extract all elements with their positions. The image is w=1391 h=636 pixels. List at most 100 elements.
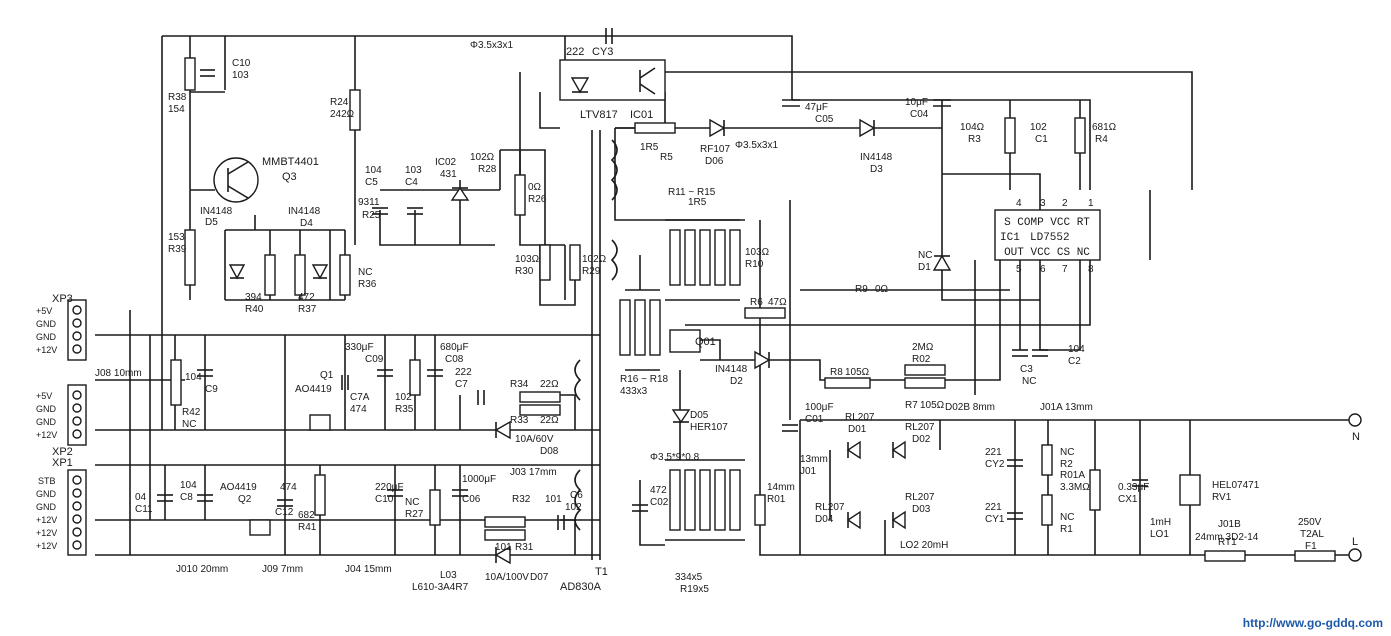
- r10-value: 103Ω: [745, 247, 770, 258]
- d08-label: D08: [540, 446, 559, 457]
- c1-label: C1: [1035, 134, 1048, 145]
- rv1-label: RV1: [1212, 492, 1232, 503]
- r27-value: NC: [405, 497, 419, 508]
- r3-value: 104Ω: [960, 122, 985, 133]
- c09-label: C09: [365, 354, 384, 365]
- c6-label: C6: [570, 490, 583, 501]
- cx1-label: CX1: [1118, 494, 1138, 505]
- r26-value: 0Ω: [528, 182, 542, 193]
- q2-mosfet-icon: [249, 519, 271, 536]
- r42-label: R42: [182, 407, 201, 418]
- xp1-pin-5: +12V: [36, 528, 57, 538]
- r40-value: 394: [245, 292, 262, 303]
- c02-label: C02: [650, 497, 669, 508]
- d2-value: IN4148: [715, 364, 748, 375]
- ic1-pin-7: 7: [1062, 264, 1068, 275]
- r38-label: R38: [168, 92, 187, 103]
- xp2-pin-3: GND: [36, 417, 57, 427]
- c05-label: C05: [815, 114, 834, 125]
- rt1-value: 24mm 3D2-14: [1195, 532, 1259, 543]
- l-label: L: [1352, 536, 1358, 548]
- c10b-label: C10: [375, 494, 394, 505]
- d02b-label: D02B 8mm: [945, 402, 995, 413]
- lo2-label: LO2 20mH: [900, 540, 948, 551]
- r30-label: R30: [515, 266, 534, 277]
- r5-label: R5: [660, 152, 673, 163]
- d07-value: 10A/100V: [485, 572, 529, 583]
- c4-label: C4: [405, 177, 418, 188]
- r41-label: R41: [298, 522, 317, 533]
- c01-value: 100μF: [805, 402, 834, 413]
- cy2-label: CY2: [985, 459, 1005, 470]
- c04-value: 10μF: [905, 97, 928, 108]
- ic1-pin-8: 8: [1088, 264, 1094, 275]
- r42-value: NC: [182, 419, 196, 430]
- c10b-value: 220μF: [375, 482, 404, 493]
- r01a-label: R01A: [1060, 470, 1085, 481]
- r36-label: R36: [358, 279, 377, 290]
- c5-value: 104: [365, 165, 382, 176]
- ic02-label: IC02: [435, 157, 457, 168]
- r19-label: R19x5: [680, 584, 709, 595]
- rt1-label: RT1: [1218, 537, 1237, 548]
- c08-value: 680μF: [440, 342, 469, 353]
- watermark-link[interactable]: http://www.go-gddq.com: [1242, 616, 1383, 630]
- c12-label: C12: [275, 507, 294, 518]
- c06-label: C06: [462, 494, 481, 505]
- ic02-value: 431: [440, 169, 457, 180]
- cy1-label: CY1: [985, 514, 1005, 525]
- c3-label: C3: [1020, 364, 1033, 375]
- ic1-pin-4: 4: [1016, 198, 1022, 209]
- q2-label: Q2: [238, 494, 252, 505]
- ic1-part: LD7552: [1030, 232, 1070, 244]
- r34-label: R34: [510, 379, 529, 390]
- connector-xp2: [67, 384, 87, 446]
- q01-mosfet-icon: [669, 329, 701, 353]
- q1-value: AO4419: [295, 384, 332, 395]
- c05-value: 47μF: [805, 102, 828, 113]
- c08-label: C08: [445, 354, 464, 365]
- c7a-value: 474: [350, 404, 367, 415]
- phi-label: Φ3.5*9*0.8: [650, 452, 700, 463]
- diodes: [228, 118, 952, 565]
- q01-label: Q01: [695, 336, 716, 348]
- cy1-value: 221: [985, 502, 1002, 513]
- r5-value: 1R5: [640, 142, 659, 153]
- r37-label: R37: [298, 304, 317, 315]
- r36-value: NC: [358, 267, 372, 278]
- r29-value: 102Ω: [582, 254, 607, 265]
- r29-label: R29: [582, 266, 601, 277]
- c9-value: 104: [185, 372, 202, 383]
- d3-value: IN4148: [860, 152, 893, 163]
- xp3-label: XP3: [52, 293, 73, 305]
- xp2-pin-1: +5V: [36, 391, 52, 401]
- c2-value: 104: [1068, 344, 1085, 355]
- c06-value: 1000μF: [462, 474, 496, 485]
- d2-label: D2: [730, 376, 743, 387]
- c09-value: 330μF: [345, 342, 374, 353]
- cx1-value: 0.33μF: [1118, 482, 1149, 493]
- r31-label: R31: [515, 542, 534, 553]
- ic01-part: LTV817: [580, 109, 618, 121]
- c01-label: C01: [805, 414, 824, 425]
- r35-value: 102: [395, 392, 412, 403]
- f1-label: F1: [1305, 541, 1317, 552]
- r25-value: 9311: [358, 197, 380, 208]
- d5-value: IN4148: [200, 206, 233, 217]
- r9-label: R9: [855, 284, 868, 295]
- rv1-varistor-icon: [1179, 474, 1201, 506]
- c7-label: C7: [455, 379, 468, 390]
- c6-value: 102: [565, 502, 582, 513]
- d4-value: IN4148: [288, 206, 321, 217]
- n-label: N: [1352, 431, 1360, 443]
- xp3-pin-1: +5V: [36, 306, 52, 316]
- r11-label: R11 ~ R15: [668, 187, 716, 198]
- c12-value: 474: [280, 482, 297, 493]
- c7a-label: C7A: [350, 392, 370, 403]
- ic1-pin-1: 1: [1088, 198, 1094, 209]
- j01b-label: J01B: [1218, 519, 1241, 530]
- transformer-t1: [574, 139, 618, 531]
- ic01-label: IC01: [630, 109, 653, 121]
- r24-value: 242Ω: [330, 109, 355, 120]
- d1-value: NC: [918, 250, 932, 261]
